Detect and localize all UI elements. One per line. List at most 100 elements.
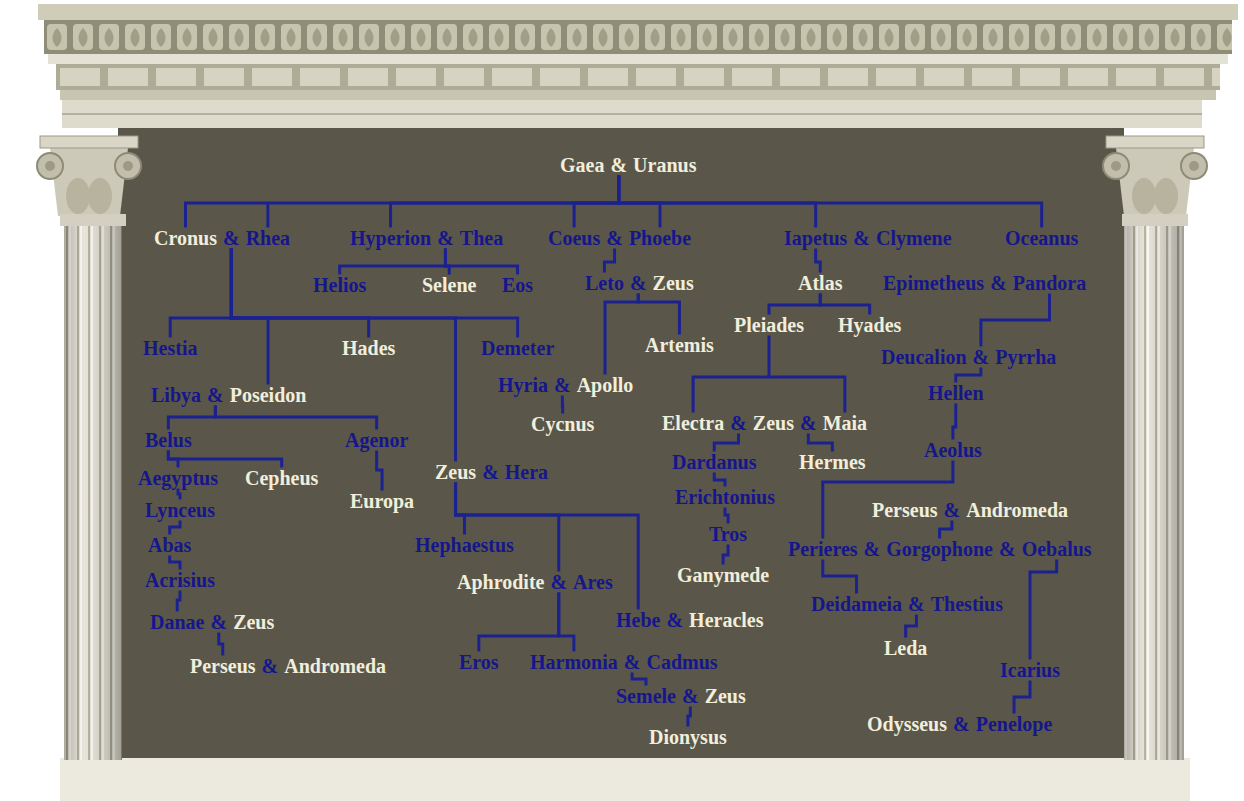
name-text: Ares <box>573 571 613 593</box>
capital-volute <box>115 153 141 179</box>
column-capital <box>50 148 128 216</box>
family-member: Eos <box>502 274 533 296</box>
descent-line <box>619 177 1042 226</box>
column-shading <box>64 226 122 760</box>
family-member: Ganymede <box>677 564 769 586</box>
capital-volute <box>1189 161 1199 171</box>
family-member: Zeus&Hera <box>435 461 548 483</box>
name-text: Aegyptus <box>138 467 218 489</box>
base-band <box>60 758 1190 801</box>
cornice-molding <box>48 54 1228 64</box>
capital-neck <box>1122 214 1188 226</box>
name-text: & <box>908 593 925 615</box>
descent-line <box>561 397 564 412</box>
descent-line <box>906 616 917 636</box>
name-text: Deidameia <box>811 593 902 615</box>
cornice-blocks <box>56 64 1220 90</box>
name-text: & <box>944 499 961 521</box>
name-text: & <box>223 227 240 249</box>
family-member: Deucalion&Pyrrha <box>881 346 1056 368</box>
name-text: Pyrrha <box>995 346 1056 368</box>
family-member: Hyria&Apollo <box>498 374 633 396</box>
family-member: Cepheus <box>245 467 318 489</box>
descent-line <box>1014 682 1030 712</box>
name-text: Eros <box>459 651 499 673</box>
name-text: Thea <box>460 227 503 249</box>
descent-line <box>170 250 231 336</box>
name-text: Selene <box>422 274 476 296</box>
family-member: Deidameia&Thestius <box>811 593 1003 615</box>
name-text: Rhea <box>246 227 290 249</box>
family-member: Iapetus&Clymene <box>784 227 952 249</box>
name-text: Leda <box>884 637 927 659</box>
name-text: & <box>550 571 567 593</box>
name-text: Iapetus <box>784 227 847 249</box>
descent-line <box>638 295 679 333</box>
descent-line <box>940 522 952 537</box>
name-text: Odysseus <box>867 713 947 735</box>
name-text: Hades <box>342 337 395 359</box>
column-shading <box>1124 226 1184 760</box>
name-text: Zeus <box>753 412 794 434</box>
name-text: Helios <box>313 274 366 296</box>
name-text: Libya <box>151 384 201 406</box>
name-text: Belus <box>145 429 192 451</box>
name-text: Clymene <box>876 227 952 249</box>
name-text: Dionysus <box>649 726 727 748</box>
descent-line <box>479 594 559 650</box>
capital-neck <box>60 214 126 226</box>
name-text: Zeus <box>233 611 274 633</box>
name-text: Deucalion <box>881 346 967 368</box>
name-text: & <box>606 227 623 249</box>
descent-line <box>219 634 223 654</box>
name-text: Zeus <box>705 685 746 707</box>
family-member: Hyades <box>838 314 901 336</box>
name-text: Perseus <box>190 655 256 677</box>
name-text: Eos <box>502 274 533 296</box>
family-member: Lynceus <box>145 499 215 521</box>
capital-volute <box>1111 161 1121 171</box>
descent-line <box>714 435 738 450</box>
name-text: Hyperion <box>350 227 431 249</box>
name-text: Cepheus <box>245 467 318 489</box>
family-member: Harmonia&Cadmus <box>530 651 718 673</box>
name-text: Heracles <box>689 609 763 631</box>
family-member: Erichtonius <box>675 486 775 508</box>
capital-leaf <box>88 178 112 214</box>
name-text: & <box>207 384 224 406</box>
descent-line <box>231 250 455 460</box>
family-member: Perseus&Andromeda <box>190 655 386 677</box>
name-text: Dardanus <box>672 451 756 473</box>
family-member: Hyperion&Thea <box>350 227 503 249</box>
family-member: Cycnus <box>531 413 594 435</box>
name-text: Europa <box>350 490 414 512</box>
descent-line <box>215 407 376 428</box>
column-capital <box>1116 148 1194 216</box>
name-text: Oceanus <box>1005 227 1078 249</box>
name-text: & <box>953 713 970 735</box>
descent-line <box>823 561 857 592</box>
descent-line <box>714 474 725 485</box>
family-member: Perseus&Andromeda <box>872 499 1068 521</box>
family-member: Dionysus <box>649 726 727 748</box>
capital-volute <box>123 161 133 171</box>
name-text: Gaea <box>560 154 604 176</box>
family-member: Danae&Zeus <box>150 611 274 633</box>
family-member: Oceanus <box>1005 227 1078 249</box>
name-text: Ganymede <box>677 564 769 586</box>
family-member: Hephaestus <box>415 534 514 556</box>
family-member: Perieres&Gorgophone&Oebalus <box>788 538 1092 560</box>
family-member: Coeus&Phoebe <box>548 227 691 249</box>
name-text: & <box>999 538 1016 560</box>
name-text: Perieres <box>788 538 858 560</box>
name-text: Zeus <box>653 272 694 294</box>
name-text: Harmonia <box>530 651 618 673</box>
cornice-top <box>38 4 1238 20</box>
name-text: Uranus <box>633 154 696 176</box>
family-member: Helios <box>313 274 366 296</box>
name-text: Abas <box>148 534 191 556</box>
family-member: Eros <box>459 651 499 673</box>
family-member: Aphrodite&Ares <box>457 571 613 593</box>
descent-line <box>823 462 953 537</box>
